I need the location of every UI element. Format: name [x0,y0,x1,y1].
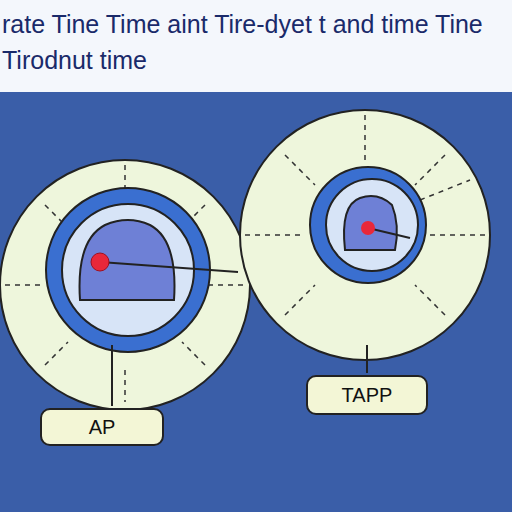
label-box: TAPP [306,375,428,415]
box-label: TAPP [342,384,393,407]
label-box: AP [40,408,164,446]
box-label: AP [89,416,116,439]
title: rate Tine Time aint Tire-dyet t and time… [2,6,492,78]
